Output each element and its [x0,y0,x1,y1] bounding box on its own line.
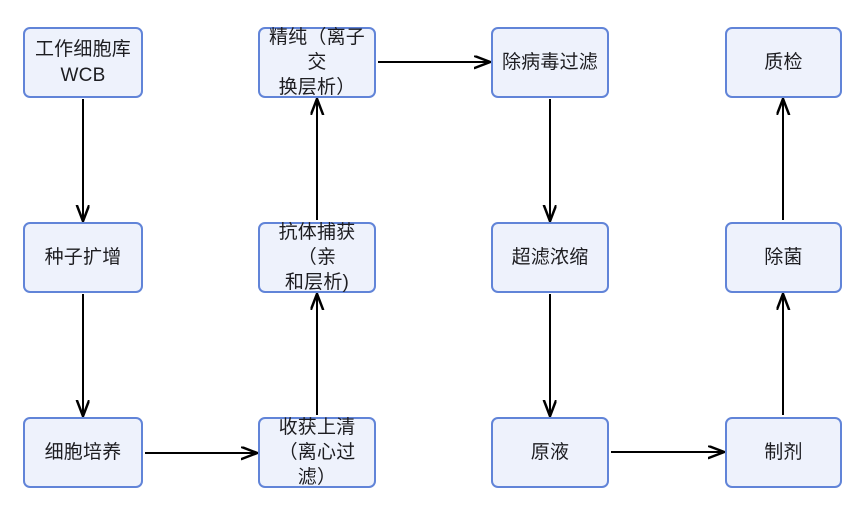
node-harvest[interactable]: 收获上清 （离心过滤） [258,417,376,488]
node-label-seed: 种子扩增 [44,246,122,268]
node-label-culture: 细胞培养 [44,441,122,463]
node-label-capture: 抗体捕获（亲 和层析) [278,221,356,294]
node-capture[interactable]: 抗体捕获（亲 和层析) [258,222,376,293]
node-label-qc: 质检 [764,51,803,73]
node-bulk[interactable]: 原液 [491,417,609,488]
node-ultrafilter[interactable]: 超滤浓缩 [491,222,609,293]
node-label-harvest: 收获上清 （离心过滤） [278,416,356,489]
node-viral-filter[interactable]: 除病毒过滤 [491,27,609,98]
node-label-formulation: 制剂 [764,441,803,463]
node-sterile[interactable]: 除菌 [725,222,842,293]
node-culture[interactable]: 细胞培养 [23,417,143,488]
node-label-viral-filter: 除病毒过滤 [501,51,598,73]
node-formulation[interactable]: 制剂 [725,417,842,488]
node-qc[interactable]: 质检 [725,27,842,98]
node-label-purify: 精纯（离子交 换层析） [268,26,365,99]
node-seed[interactable]: 种子扩增 [23,222,143,293]
node-label-sterile: 除菌 [764,246,803,268]
node-label-bulk: 原液 [530,441,570,463]
node-label-wcb: 工作细胞库 WCB [34,39,131,86]
node-wcb[interactable]: 工作细胞库 WCB [23,27,143,98]
node-label-ultrafilter: 超滤浓缩 [511,246,589,268]
node-purify[interactable]: 精纯（离子交 换层析） [258,27,376,98]
